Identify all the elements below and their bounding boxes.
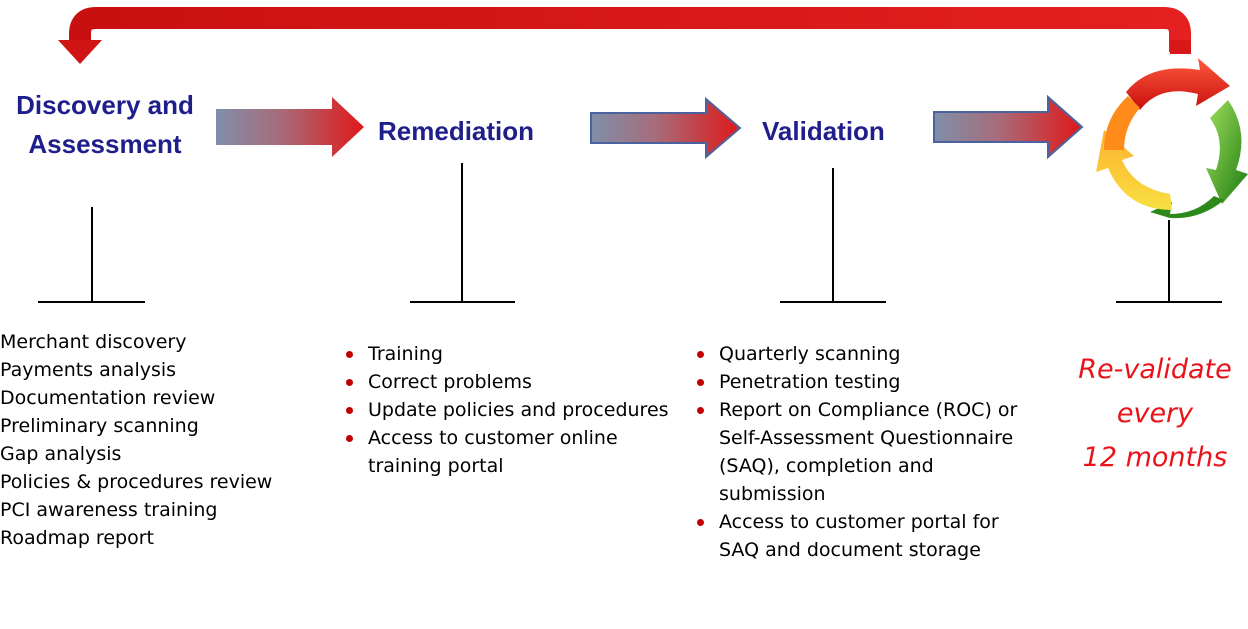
list-item: Merchant discovery bbox=[0, 328, 272, 356]
list-item: Preliminary scanning bbox=[0, 412, 272, 440]
revalidate-note: Re-validate every 12 months bbox=[1062, 348, 1248, 480]
list-item: Training bbox=[342, 340, 672, 368]
connector-remediation bbox=[410, 163, 515, 303]
circular-refresh-arrows-icon bbox=[1096, 58, 1248, 219]
validation-item-list: Quarterly scanning Penetration testing R… bbox=[693, 340, 1038, 564]
list-item: Policies & procedures review bbox=[0, 468, 272, 496]
connector-discovery bbox=[38, 207, 145, 303]
return-arrow bbox=[58, 7, 1191, 64]
list-item: Quarterly scanning bbox=[693, 340, 1038, 368]
phase-title-validation: Validation bbox=[762, 116, 885, 146]
connector-validation bbox=[780, 168, 886, 303]
list-item: Payments analysis bbox=[0, 356, 272, 384]
list-item: Gap analysis bbox=[0, 440, 272, 468]
discovery-item-list: Merchant discovery Payments analysis Doc… bbox=[0, 328, 272, 552]
flow-arrow-1 bbox=[216, 97, 364, 157]
remediation-item-list: Training Correct problems Update policie… bbox=[342, 340, 672, 480]
phase-title-remediation: Remediation bbox=[378, 116, 535, 146]
revalidate-line-2: every bbox=[1116, 398, 1194, 429]
list-item: Roadmap report bbox=[0, 524, 272, 552]
flow-arrow-2 bbox=[590, 96, 742, 160]
revalidate-line-3: 12 months bbox=[1082, 442, 1228, 473]
list-item: Access to customer online training porta… bbox=[342, 424, 672, 480]
flow-arrow-3 bbox=[933, 94, 1084, 160]
phase-title-discovery: Discovery and Assessment bbox=[16, 90, 194, 159]
list-item: PCI awareness training bbox=[0, 496, 272, 524]
connector-revalidate bbox=[1116, 220, 1222, 303]
list-item: Correct problems bbox=[342, 368, 672, 396]
list-item: Documentation review bbox=[0, 384, 272, 412]
list-item: Access to customer portal for SAQ and do… bbox=[693, 508, 1038, 564]
list-item: Report on Compliance (ROC) or Self-Asses… bbox=[693, 396, 1038, 508]
list-item: Update policies and procedures bbox=[342, 396, 672, 424]
revalidate-line-1: Re-validate bbox=[1078, 354, 1232, 385]
list-item: Penetration testing bbox=[693, 368, 1038, 396]
